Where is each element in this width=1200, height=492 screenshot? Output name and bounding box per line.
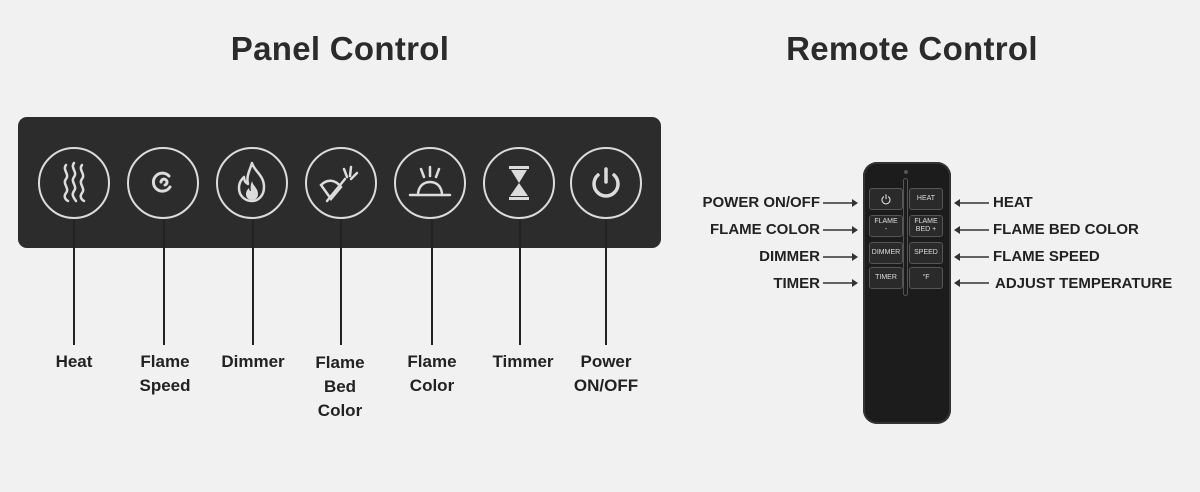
remote-label-timer: TIMER [773,275,820,292]
remote-label-heat: HEAT [993,194,1033,211]
remote-led [904,170,908,174]
remote-flame-bed-button[interactable]: FLAME BED + [909,215,943,237]
timer-button[interactable] [483,147,555,219]
arrow-right-icon [823,252,859,262]
remote-heat-button[interactable]: HEAT [909,188,943,210]
flame-color-label: Flame Color [407,352,457,395]
flame-bed-color-icon [319,165,359,203]
dimmer-label: Dimmer [221,352,285,371]
arrow-left-icon [953,252,989,262]
dimmer-button[interactable] [216,147,288,219]
remote-temperature-button[interactable]: °F [909,267,943,289]
leader-line [252,220,254,345]
control-panel [18,117,661,248]
power-icon [881,194,891,205]
flame-bed-color-button[interactable] [305,147,377,219]
dimmer-icon [237,161,266,203]
remote-label-power: POWER ON/OFF [702,194,821,211]
arrow-left-icon [953,278,989,288]
flame-speed-icon [151,171,172,193]
remote-label-flame-bed-color: FLAME BED COLOR [993,221,1139,238]
power-button[interactable] [570,147,642,219]
remote-power-button[interactable] [869,188,903,210]
power-icon [592,167,620,198]
panel-control-title: Panel Control [230,30,450,67]
leader-line [605,220,607,345]
arrow-right-icon [823,198,859,208]
remote-timer-button[interactable]: TIMER [869,267,903,289]
flame-bed-color-label: Flame Bed Color [315,353,365,420]
remote-dimmer-button[interactable]: DIMMER [869,242,903,264]
timer-icon [509,166,529,200]
heat-icon [63,161,86,203]
leader-line [163,220,165,345]
timer-label: Timmer [492,352,554,371]
power-label: Power ON/OFF [573,352,639,395]
remote-control-title: Remote Control [786,30,1038,67]
leader-line [73,220,75,345]
remote-label-flame-color: FLAME COLOR [710,221,820,238]
heat-button[interactable] [38,147,110,219]
remote-label-dimmer: DIMMER [759,248,820,265]
remote-divider [903,178,908,296]
flame-speed-button[interactable] [127,147,199,219]
remote-control: HEAT FLAME - FLAME BED + DIMMER SPEED TI… [863,162,951,424]
arrow-right-icon [823,278,859,288]
flame-speed-label: Flame Speed [139,352,191,395]
remote-label-adjust-temperature: ADJUST TEMPERATURE [995,275,1173,292]
arrow-left-icon [953,198,989,208]
remote-speed-button[interactable]: SPEED [909,242,943,264]
leader-line [340,220,342,345]
flame-color-button[interactable] [394,147,466,219]
arrow-left-icon [953,225,989,235]
heat-label: Heat [55,352,93,371]
arrow-right-icon [823,225,859,235]
leader-line [431,220,433,345]
flame-color-icon [408,165,452,197]
remote-label-flame-speed: FLAME SPEED [993,248,1100,265]
leader-line [519,220,521,345]
remote-flame-color-button[interactable]: FLAME - [869,215,903,237]
